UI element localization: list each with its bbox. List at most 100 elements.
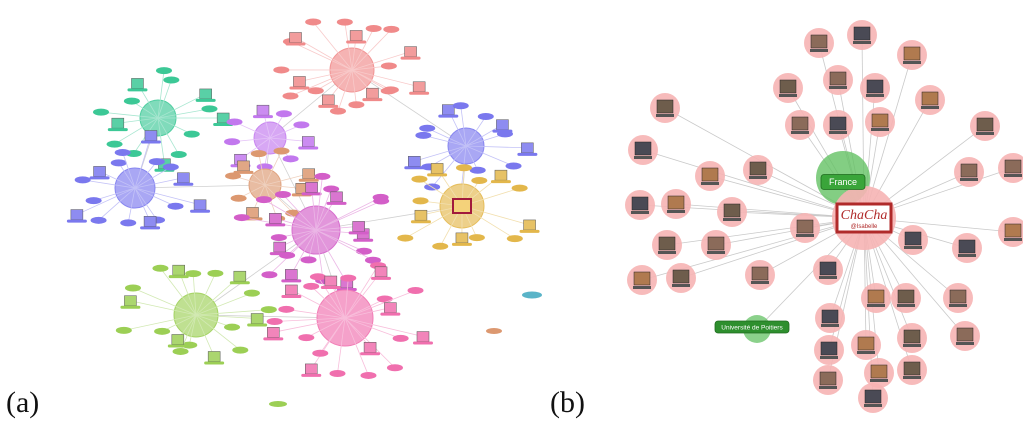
cluster-label-france-background (820, 174, 866, 190)
node-caption-bar (281, 294, 302, 298)
member-node (282, 155, 299, 163)
thumbnail-node (302, 168, 315, 179)
friend-name-bar (949, 304, 967, 307)
cluster-edge (290, 229, 317, 275)
friend-photo (779, 79, 797, 94)
selected-node (452, 198, 472, 214)
thumbnail-node (285, 284, 298, 296)
node-caption-bar (107, 128, 128, 132)
cluster-edge (264, 137, 271, 167)
thumbnail-node (293, 76, 306, 87)
member-node (232, 346, 249, 354)
cluster-edge (134, 187, 201, 206)
friend-name-bar (751, 281, 769, 284)
cluster-edge (351, 69, 357, 105)
thumbnail-node (285, 269, 298, 280)
member-node (452, 102, 469, 110)
friend-photo (1004, 159, 1022, 174)
friend-name-bar (791, 131, 809, 134)
inter-cluster-edge (315, 205, 463, 231)
cluster-edge (344, 265, 379, 319)
isolated-node (269, 401, 287, 407)
node-caption-bar (247, 323, 268, 327)
member-node (355, 247, 372, 255)
thumbnail-node (414, 209, 428, 221)
friend-photo (634, 141, 652, 156)
member-node (273, 66, 290, 74)
cluster-edge (122, 152, 136, 189)
member-node (183, 130, 200, 138)
friend-name-bar (904, 246, 922, 249)
cluster-edge (344, 317, 369, 376)
node-caption-bar (326, 201, 347, 205)
cluster-edge (319, 317, 346, 354)
inter-cluster-edge (195, 229, 317, 316)
node-caption-bar (353, 238, 374, 242)
friend-photo (701, 167, 719, 182)
friend-name-bar (857, 351, 875, 354)
member-node (163, 76, 180, 84)
cluster-edge (290, 41, 353, 71)
cluster-edge (195, 292, 253, 316)
member-node (154, 327, 171, 335)
friend-photo (857, 336, 875, 351)
member-node (243, 289, 260, 297)
node-caption-bar (517, 152, 538, 156)
friend-name-bar (866, 94, 884, 97)
friend-photo (870, 364, 888, 379)
node-caption-bar (371, 276, 392, 280)
friend-photo (903, 329, 921, 344)
friend-photo (819, 261, 837, 276)
member-node (225, 172, 242, 180)
cluster-edge (351, 51, 411, 71)
cluster-edge (315, 69, 353, 92)
cluster-edge (274, 317, 346, 322)
cluster-edge (157, 117, 165, 164)
cluster-edge (344, 298, 385, 319)
friend-name-bar (853, 41, 871, 44)
cluster-edge (98, 187, 136, 221)
node-caption-bar (301, 373, 322, 377)
cluster-edge (188, 314, 197, 346)
node-caption-bar (301, 192, 322, 196)
friend-name-bar (864, 404, 882, 407)
friend-name-bar (779, 94, 797, 97)
cluster-edge (315, 229, 365, 252)
thumbnail-node (416, 331, 430, 342)
member-node (397, 234, 414, 242)
member-node (250, 150, 267, 158)
friend-name-bar (1004, 238, 1022, 241)
node-caption-bar (127, 88, 148, 92)
thumbnail-node (124, 295, 137, 306)
cluster-edge (76, 187, 136, 215)
member-node (432, 242, 449, 250)
friend-name-bar (829, 131, 847, 134)
cluster-edge (312, 21, 353, 71)
friend-photo (871, 113, 889, 128)
cluster-edge (195, 314, 241, 351)
thumbnail-node (494, 169, 508, 181)
cluster-edge (337, 69, 353, 112)
cluster-label-university: Université de Poitiers (721, 324, 783, 331)
friend-photo (820, 341, 838, 356)
cluster-edge (286, 308, 346, 319)
member-node (392, 334, 409, 342)
member-node (380, 62, 397, 70)
member-node (477, 112, 494, 120)
friend-name-bar (958, 254, 976, 257)
member-node (407, 287, 424, 295)
cluster-edge (465, 145, 479, 171)
member-node (471, 177, 488, 185)
friend-name-bar (821, 324, 839, 327)
member-node (275, 110, 292, 118)
node-caption-bar (281, 279, 302, 283)
member-node (106, 140, 123, 148)
member-node (115, 326, 132, 334)
member-node (123, 97, 140, 105)
friend-photo (864, 389, 882, 404)
cluster-edge (269, 113, 285, 139)
member-node (230, 194, 247, 202)
cluster-edge (315, 229, 374, 261)
cluster-edge (273, 317, 346, 333)
cluster-edge (306, 317, 346, 339)
